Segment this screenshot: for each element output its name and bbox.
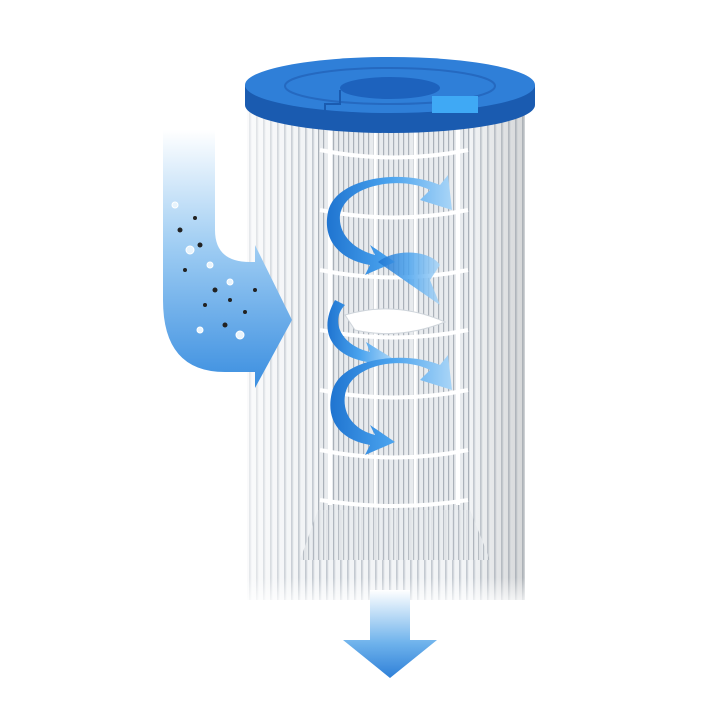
top-end-cap	[245, 57, 535, 133]
outlet-flow-arrow	[343, 590, 437, 678]
central-flow-blade	[344, 308, 447, 335]
water-bubbles	[171, 201, 245, 340]
inlet-flow-arrow	[163, 130, 292, 388]
support-cage	[319, 100, 469, 508]
swirl-flow-arrows	[326, 175, 452, 455]
pleated-filter-body	[240, 90, 532, 610]
debris-particles	[177, 216, 257, 328]
